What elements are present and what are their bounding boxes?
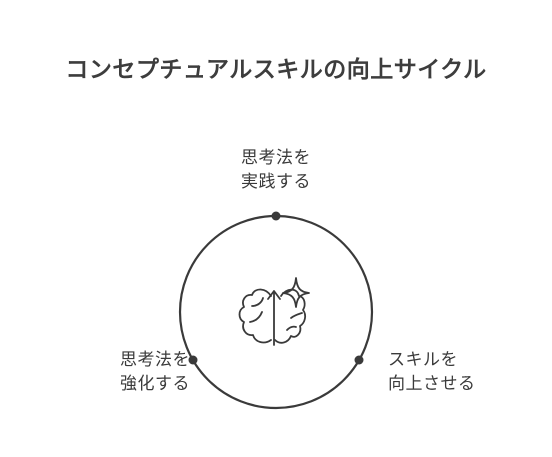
node-dot-top [271,211,281,221]
node-label-top-line1: 思考法を [241,148,311,168]
node-dot-left [188,355,198,365]
node-dot-right [354,355,364,365]
node-label-right-line1: スキルを [388,350,458,370]
node-label-top-line2: 実践する [241,172,311,192]
node-label-left-line2: 強化する [120,374,190,394]
diagram-title: コンセプチュアルスキルの向上サイクル [65,57,487,83]
node-label-right: スキルを 向上させる [388,348,528,396]
cycle-circle [178,214,374,410]
node-label-left: 思考法を 強化する [60,348,190,396]
brain-sparkle-icon [238,277,310,346]
node-label-left-line1: 思考法を [120,350,190,370]
node-label-top: 思考法を 実践する [200,146,352,194]
node-label-right-line2: 向上させる [388,374,476,394]
